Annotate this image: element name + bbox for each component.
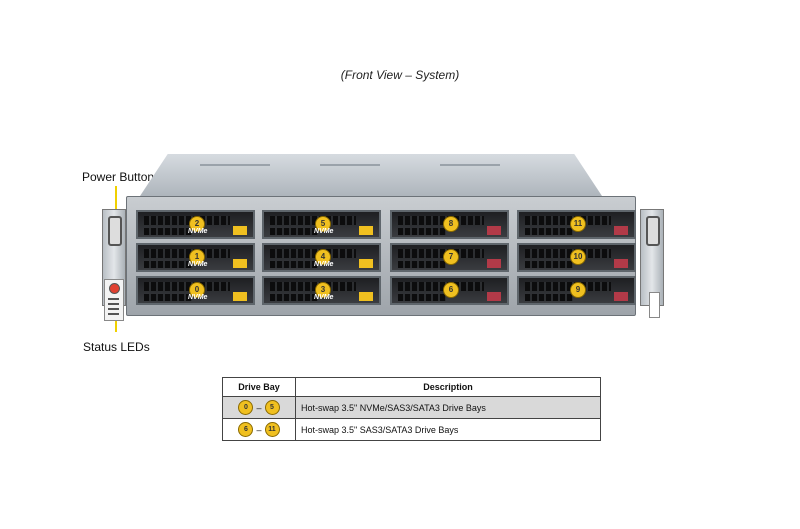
bay-vent [398, 249, 484, 258]
bay-latch[interactable] [614, 259, 628, 268]
bay-vent [270, 228, 318, 235]
table-header-drive-bay: Drive Bay [222, 377, 296, 397]
bay-badge: 11 [264, 422, 280, 437]
bay-vent [398, 294, 446, 301]
power-button[interactable] [109, 283, 120, 294]
bay-vent [270, 294, 318, 301]
power-button-label: Power Button [82, 170, 155, 184]
bay-vent [270, 261, 318, 268]
bay-vent [525, 294, 573, 301]
bay-number-badge: 3 [315, 282, 331, 298]
nvme-label: NVMe [314, 228, 334, 235]
figure-caption: (Front View – System) [340, 68, 460, 82]
drive-bay-6[interactable]: 6 [390, 276, 509, 305]
bay-vent [398, 228, 446, 235]
bay-number-badge: 10 [570, 249, 586, 265]
status-led [108, 313, 119, 315]
bay-number-badge: 6 [443, 282, 459, 298]
bay-latch[interactable] [487, 226, 501, 235]
bay-vent [144, 282, 230, 291]
bay-vent [525, 228, 573, 235]
chassis-top-cover [140, 154, 602, 196]
bay-vent [525, 282, 611, 291]
bay-badge: 0 [238, 400, 254, 415]
table-row: 6–11 Hot-swap 3.5" SAS3/SATA3 Drive Bays [222, 418, 601, 441]
bay-number-badge: 2 [189, 216, 205, 232]
bay-vent [270, 249, 356, 258]
table-row: 0–5 Hot-swap 3.5" NVMe/SAS3/SATA3 Drive … [222, 396, 601, 419]
drive-bay-range: 6–11 [222, 418, 296, 441]
bay-vent [525, 261, 573, 268]
bay-number-badge: 11 [570, 216, 586, 232]
bay-vent [144, 261, 192, 268]
bay-latch[interactable] [487, 259, 501, 268]
drive-bay-9[interactable]: 9 [517, 276, 636, 305]
bay-latch[interactable] [233, 292, 247, 301]
bay-vent [398, 261, 446, 268]
bay-number-badge: 8 [443, 216, 459, 232]
bay-vent [144, 294, 192, 301]
left-handle-icon [108, 216, 122, 246]
bay-number-badge: 9 [570, 282, 586, 298]
table-header-description: Description [295, 377, 601, 397]
right-handle-icon [646, 216, 660, 246]
bay-latch[interactable] [359, 259, 373, 268]
bay-number-badge: 5 [315, 216, 331, 232]
bay-vent [144, 228, 192, 235]
nvme-label: NVMe [188, 228, 208, 235]
bay-badge: 6 [238, 422, 254, 437]
nvme-label: NVMe [188, 261, 208, 268]
bay-number-badge: 1 [189, 249, 205, 265]
bay-vent [270, 282, 356, 291]
nvme-label: NVMe [314, 294, 334, 301]
bay-vent [525, 249, 611, 258]
bay-latch[interactable] [614, 292, 628, 301]
bay-vent [144, 216, 230, 225]
bay-badge: 5 [264, 400, 280, 415]
bay-number-badge: 4 [315, 249, 331, 265]
bay-latch[interactable] [359, 292, 373, 301]
status-led [108, 298, 119, 300]
status-leds-label: Status LEDs [83, 340, 150, 354]
bay-latch[interactable] [233, 259, 247, 268]
drive-bay-range: 0–5 [222, 396, 296, 419]
drive-bay-7[interactable]: 7 [390, 243, 509, 272]
bay-latch[interactable] [614, 226, 628, 235]
bay-description: Hot-swap 3.5" NVMe/SAS3/SATA3 Drive Bays [295, 396, 601, 419]
nvme-label: NVMe [188, 294, 208, 301]
bay-description: Hot-swap 3.5" SAS3/SATA3 Drive Bays [295, 418, 601, 441]
drive-bay-10[interactable]: 10 [517, 243, 636, 272]
status-led [108, 303, 119, 305]
bay-latch[interactable] [359, 226, 373, 235]
bay-vent [398, 216, 484, 225]
brand-logo-icon [649, 292, 660, 318]
bay-vent [144, 249, 230, 258]
bay-vent [525, 216, 611, 225]
drive-bay-11[interactable]: 11 [517, 210, 636, 239]
bay-latch[interactable] [487, 292, 501, 301]
bay-latch[interactable] [233, 226, 247, 235]
bay-vent [270, 216, 356, 225]
drive-bay-table: Drive Bay Description 0–5 Hot-swap 3.5" … [222, 377, 601, 441]
drive-bay-8[interactable]: 8 [390, 210, 509, 239]
bay-number-badge: 0 [189, 282, 205, 298]
control-panel [104, 279, 124, 321]
bay-vent [398, 282, 484, 291]
bay-number-badge: 7 [443, 249, 459, 265]
nvme-label: NVMe [314, 261, 334, 268]
status-led [108, 308, 119, 310]
